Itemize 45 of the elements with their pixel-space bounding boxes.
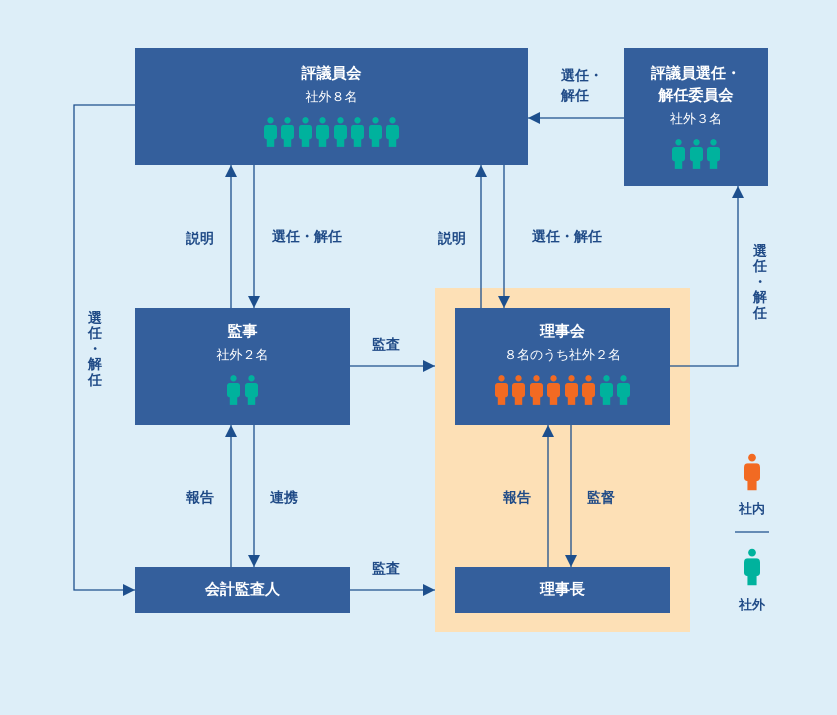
org-name: 理事会 <box>540 322 585 342</box>
edge-label: 連携 <box>270 488 298 506</box>
org-box <box>455 567 670 613</box>
arrow <box>248 165 260 308</box>
edge-label: 監査 <box>372 335 400 353</box>
edge-label: 選任・解任 <box>272 227 342 245</box>
org-name: 会計監査人 <box>205 580 280 600</box>
arrow <box>565 425 577 567</box>
edge-label: 選任・解任 <box>532 227 602 245</box>
edge-label: 説明 <box>186 229 214 247</box>
org-box <box>624 48 768 186</box>
member-count: 社外３名 <box>670 110 722 128</box>
arrow <box>670 186 744 367</box>
member-count: 社外２名 <box>216 346 268 364</box>
member-count: ８名のうち社外２名 <box>504 346 621 364</box>
org-name: 監事 <box>228 322 258 342</box>
legend-label: 社外 <box>739 596 765 614</box>
org-box <box>135 48 528 165</box>
edge-label: 監査 <box>372 559 400 577</box>
edge-label: 選任・解任 <box>753 244 767 320</box>
legend-label: 社内 <box>739 500 765 518</box>
org-name: 評議員会 <box>302 64 362 84</box>
edge-label: 説明 <box>438 229 466 247</box>
arrow <box>225 165 237 308</box>
member-count: 社外８名 <box>306 88 358 106</box>
edge-label: 選任・解任 <box>88 310 102 388</box>
arrow <box>225 425 237 567</box>
arrow <box>350 584 435 596</box>
arrow <box>528 112 624 124</box>
edge-label: 選任・解任 <box>561 66 603 105</box>
arrow <box>498 165 510 308</box>
arrow <box>350 360 435 372</box>
edge-label: 監督 <box>587 488 615 506</box>
org-box <box>135 567 350 613</box>
edge-label: 報告 <box>503 488 531 506</box>
arrow <box>73 104 135 596</box>
highlight-panel <box>435 288 690 632</box>
edge-label: 報告 <box>186 488 214 506</box>
arrow <box>475 165 487 308</box>
org-box <box>455 308 670 425</box>
org-name: 理事長 <box>540 580 585 600</box>
org-name: 評議員選任・解任委員会 <box>650 64 742 106</box>
org-box <box>135 308 350 425</box>
arrow <box>248 425 260 567</box>
arrow <box>542 425 554 567</box>
